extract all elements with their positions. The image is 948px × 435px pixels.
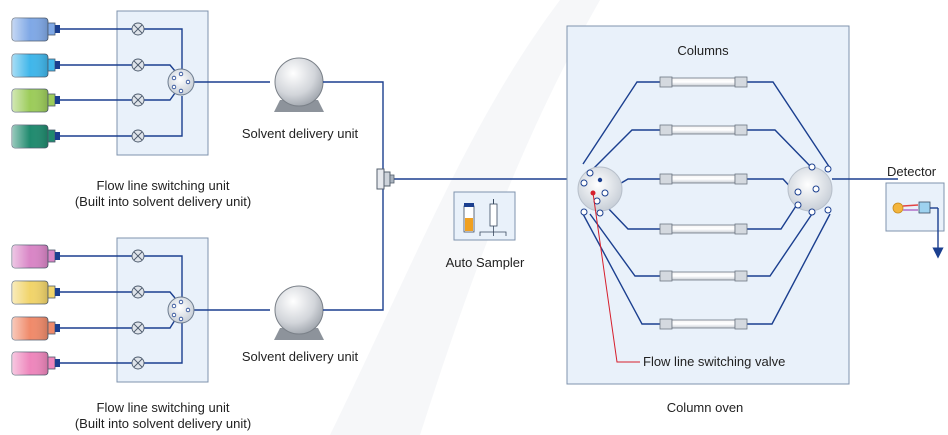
bottom-bottle-4 — [11, 351, 60, 376]
bottom-bottle-3 — [11, 316, 60, 341]
bottom-solvent-group: Flow line switching unit (Built into sol… — [11, 237, 270, 431]
column-6 — [659, 318, 748, 330]
column-4 — [659, 223, 748, 235]
flow-line-switching-unit-top-label-2: (Built into solvent delivery unit) — [75, 194, 251, 209]
top-solenoid-valve-1 — [131, 22, 145, 36]
detector-label: Detector — [887, 164, 937, 179]
flow-line-switching-unit-top-label-1: Flow line switching unit — [97, 178, 230, 193]
bottom-bottle-1 — [11, 244, 60, 269]
column-3 — [659, 173, 748, 185]
auto-sampler-label: Auto Sampler — [446, 255, 525, 270]
top-solenoid-valve-3 — [131, 93, 145, 107]
columns-label: Columns — [677, 43, 729, 58]
column-oven-label: Column oven — [667, 400, 744, 415]
bottom-bottle-lines — [60, 255, 270, 364]
flow-line-switching-valve-left — [577, 166, 623, 217]
detector: Detector — [885, 164, 945, 259]
column-1 — [659, 76, 748, 88]
top-bottle-1 — [11, 17, 60, 42]
flow-line-switching-unit-bottom-label-2: (Built into solvent delivery unit) — [75, 416, 251, 431]
column-flow-paths — [582, 81, 831, 325]
column-5 — [659, 270, 748, 282]
bottom-solenoid-valve-1 — [131, 249, 145, 263]
top-solenoid-valve-2 — [131, 58, 145, 72]
column-oven: Columns — [566, 25, 850, 415]
bottom-solenoid-valve-2 — [131, 285, 145, 299]
mixer — [376, 168, 395, 190]
top-solenoid-valve-4 — [131, 129, 145, 143]
auto-sampler: Auto Sampler — [446, 191, 525, 270]
solvent-delivery-unit-bottom-label: Solvent delivery unit — [242, 349, 359, 364]
solvent-delivery-unit-top: Solvent delivery unit — [242, 57, 359, 141]
rotary-switching-valve-bottom — [167, 296, 195, 324]
flow-line-switching-valve-label: Flow line switching valve — [643, 354, 785, 369]
bottom-bottle-2 — [11, 280, 60, 305]
pump-to-mixer-lines — [323, 81, 580, 311]
flow-line-switching-unit-bottom-label-1: Flow line switching unit — [97, 400, 230, 415]
rotary-switching-valve-top — [167, 68, 195, 96]
top-bottle-2 — [11, 53, 60, 78]
column-2 — [659, 124, 748, 136]
top-solvent-group: Flow line switching unit (Built into sol… — [11, 10, 270, 209]
top-bottle-4 — [11, 124, 60, 149]
solvent-delivery-unit-top-label: Solvent delivery unit — [242, 126, 359, 141]
bottom-solenoid-valve-4 — [131, 356, 145, 370]
top-bottle-lines — [60, 28, 270, 137]
solvent-delivery-unit-bottom: Solvent delivery unit — [242, 285, 359, 364]
top-bottle-3 — [11, 88, 60, 113]
valve-pointer-line — [592, 192, 640, 363]
flow-line-switching-valve-right — [787, 163, 833, 216]
bottom-solenoid-valve-3 — [131, 321, 145, 335]
